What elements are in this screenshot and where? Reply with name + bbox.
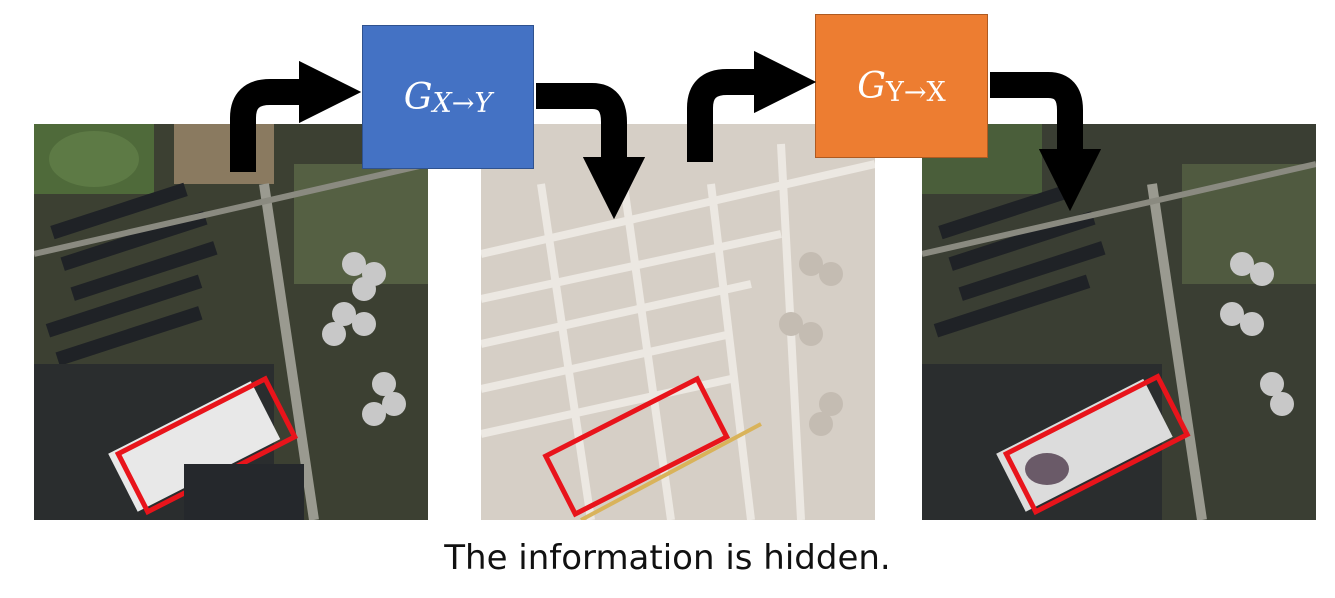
generator-y-to-x-to: X: [926, 76, 946, 108]
generator-x-to-y-from: X: [432, 87, 452, 119]
generator-y-to-x-arrow: →: [903, 76, 927, 108]
reconstructed-aerial-svg: [922, 124, 1316, 520]
generator-y-to-x-from: Y: [886, 76, 904, 108]
generator-y-to-x-symbol: G: [857, 65, 887, 107]
aerial-input-svg: [34, 124, 428, 520]
generated-map-svg: [481, 124, 875, 520]
caption: The information is hidden.: [444, 538, 891, 578]
reconstructed-aerial-image: [922, 124, 1316, 520]
generated-map-image: [481, 124, 875, 520]
generator-x-to-y-to: Y: [474, 87, 493, 119]
generator-x-to-y-arrow: →: [451, 87, 475, 119]
aerial-input-image: [34, 124, 428, 520]
generator-x-to-y-symbol: G: [403, 76, 433, 118]
